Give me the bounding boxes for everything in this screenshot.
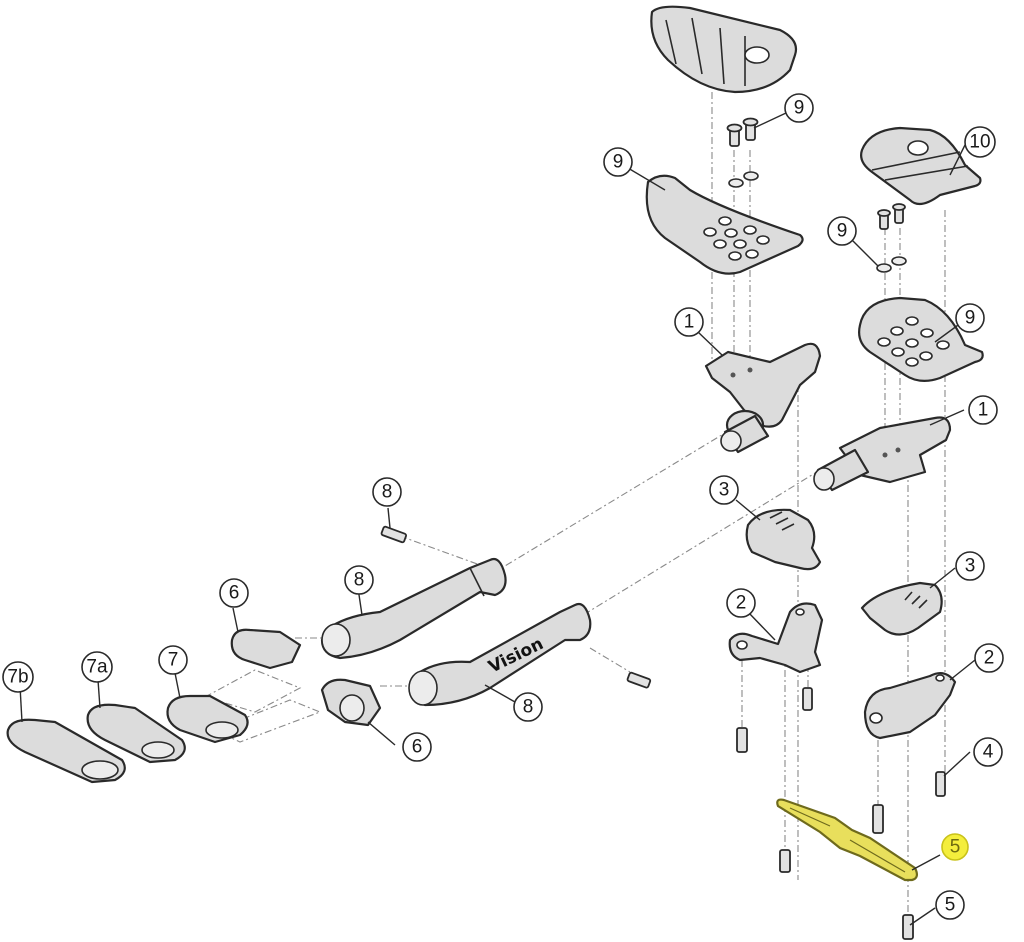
callout-10: 10 xyxy=(964,126,996,158)
svg-text:1: 1 xyxy=(684,312,695,333)
callout-7a: 7a xyxy=(81,651,113,683)
callout-9-top-screws: 9 xyxy=(784,93,814,123)
armrest-cradle-right xyxy=(860,126,982,206)
bridge-bar-highlighted xyxy=(776,798,919,882)
callout-3-left: 3 xyxy=(709,475,739,505)
svg-text:7b: 7b xyxy=(7,667,28,688)
callout-7b: 7b xyxy=(2,661,34,693)
clamp-cap-right xyxy=(860,581,943,636)
svg-text:2: 2 xyxy=(984,648,995,669)
armrest-pad-left xyxy=(645,174,804,275)
extension-bolt xyxy=(380,525,652,689)
svg-text:6: 6 xyxy=(229,583,240,604)
callout-4: 4 xyxy=(973,737,1003,767)
armrest-bracket-right xyxy=(813,416,952,492)
callout-9-right-pad: 9 xyxy=(955,303,985,333)
callout-6-left: 6 xyxy=(219,578,249,608)
extension-bar-upper xyxy=(320,557,507,660)
armrest-cradle-left xyxy=(650,5,798,94)
svg-text:6: 6 xyxy=(412,737,423,758)
svg-text:10: 10 xyxy=(969,132,990,153)
callout-3-right: 3 xyxy=(955,551,985,581)
extension-bar-lower: Vision xyxy=(408,602,592,707)
svg-text:8: 8 xyxy=(354,570,365,591)
clamp-base-left xyxy=(728,602,824,674)
svg-text:3: 3 xyxy=(965,556,976,577)
end-pad-7 xyxy=(166,694,249,744)
leader-lines xyxy=(19,112,976,926)
bolts xyxy=(736,687,946,940)
pad-holes-right xyxy=(877,316,950,367)
pad-holes xyxy=(703,216,770,261)
svg-text:1: 1 xyxy=(978,400,989,421)
callout-8-ext-left: 8 xyxy=(344,565,374,595)
svg-text:8: 8 xyxy=(523,697,534,718)
screws-top-left xyxy=(726,117,759,188)
clamp-cap-left xyxy=(745,508,822,571)
svg-text:9: 9 xyxy=(965,308,976,329)
svg-text:4: 4 xyxy=(983,742,994,763)
svg-text:7: 7 xyxy=(168,650,179,671)
svg-text:9: 9 xyxy=(794,98,805,119)
end-plug-lower xyxy=(320,678,382,727)
end-plug-upper xyxy=(230,628,302,670)
callout-1-right: 1 xyxy=(968,395,998,425)
svg-text:5: 5 xyxy=(945,895,956,916)
assembly-lines xyxy=(203,92,946,920)
svg-text:5: 5 xyxy=(950,837,961,858)
screws-top-right xyxy=(876,203,907,273)
callout-2-left: 2 xyxy=(726,588,756,618)
callout-2-right: 2 xyxy=(974,643,1004,673)
clamp-base-right xyxy=(863,671,957,740)
callout-9-left-pad: 9 xyxy=(603,147,633,177)
callout-1-left: 1 xyxy=(674,307,704,337)
svg-text:9: 9 xyxy=(837,221,848,242)
svg-text:7a: 7a xyxy=(86,657,108,678)
end-pad-7b xyxy=(6,718,126,784)
callout-5-highlighted: 5 xyxy=(941,833,969,861)
callout-7: 7 xyxy=(158,645,188,675)
armrest-bracket-left xyxy=(704,342,822,454)
armrest-pad-right xyxy=(858,296,984,382)
callout-8-bolt: 8 xyxy=(372,477,402,507)
callout-9-right-washers: 9 xyxy=(827,216,857,246)
callout-8-ext-right: 8 xyxy=(513,692,543,722)
svg-text:9: 9 xyxy=(613,152,624,173)
svg-text:2: 2 xyxy=(736,593,747,614)
svg-text:8: 8 xyxy=(382,482,393,503)
svg-text:3: 3 xyxy=(719,480,730,501)
callout-6-right: 6 xyxy=(402,732,432,762)
callout-5-bolt: 5 xyxy=(935,890,965,920)
